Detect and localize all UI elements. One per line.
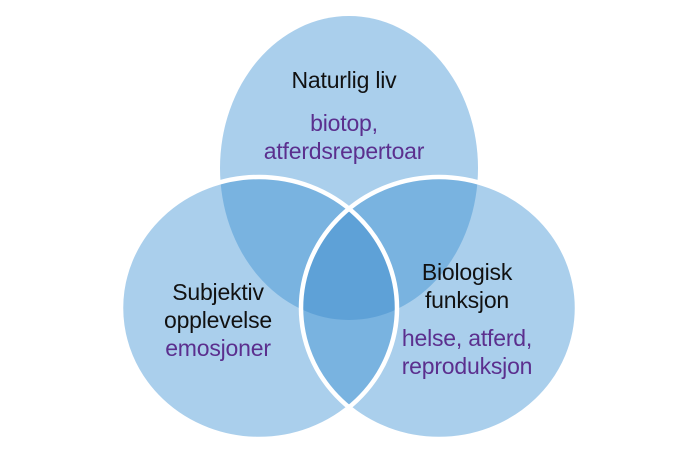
circle-title: Biologisk funksjon — [307, 258, 627, 314]
title-line: funksjon — [424, 287, 510, 313]
label-subjektiv-opplevelse: Subjektiv opplevelse emosjoner — [58, 278, 378, 362]
overlap-center — [301, 177, 397, 320]
subtitle-line: emosjoner — [165, 335, 271, 361]
subtitle-line: biotop, — [310, 110, 378, 136]
circle-title: Subjektiv opplevelse — [58, 278, 378, 334]
circle-subtitle: biotop, atferdsrepertoar — [174, 109, 514, 165]
circle-title: Naturlig liv — [291, 67, 397, 93]
subtitle-line: helse, atferd, — [401, 325, 533, 351]
circle-right-outline — [298, 174, 580, 442]
subtitle-line: reproduksjon — [401, 353, 533, 379]
subtitle-line: atferdsrepertoar — [263, 138, 425, 164]
title-line: opplevelse — [164, 307, 272, 333]
label-naturlig-liv: Naturlig liv biotop, atferdsrepertoar — [174, 66, 514, 165]
circle-subtitle: emosjoner — [58, 334, 378, 362]
circle-left-outline — [118, 174, 400, 442]
title-line: Biologisk — [421, 259, 513, 285]
title-line: Subjektiv — [172, 279, 264, 305]
circle-subtitle: helse, atferd, reproduksjon — [307, 324, 627, 380]
label-biologisk-funksjon: Biologisk funksjon helse, atferd, reprod… — [307, 258, 627, 380]
